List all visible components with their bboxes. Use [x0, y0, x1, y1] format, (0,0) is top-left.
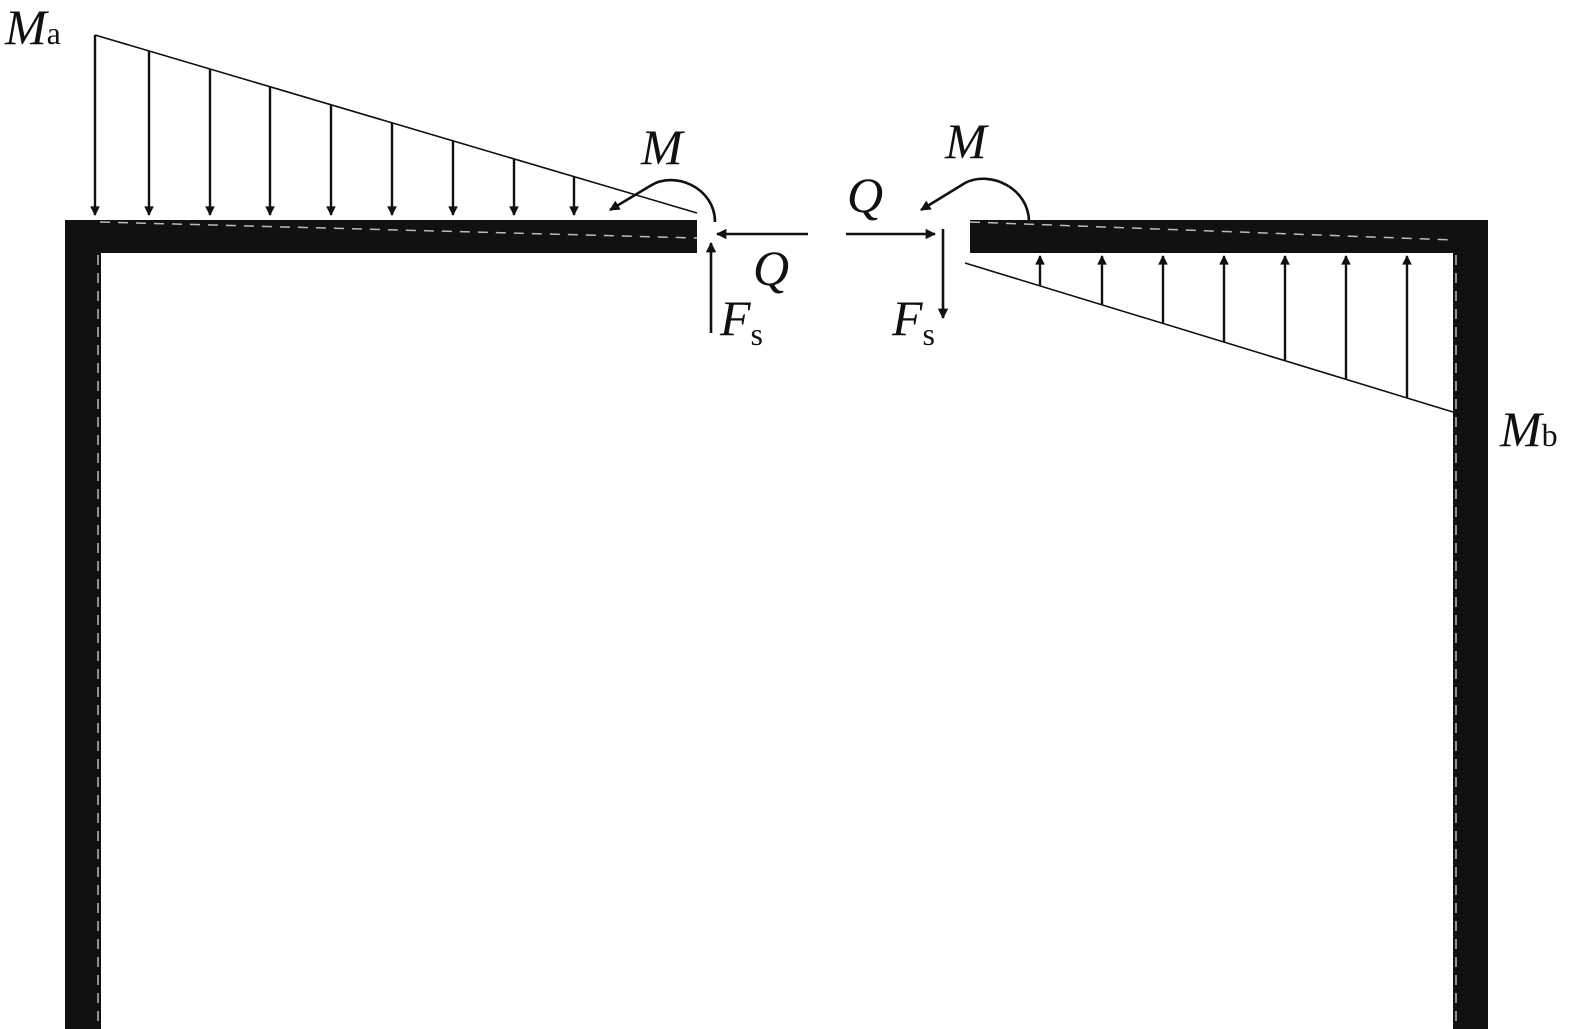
left-beam	[65, 220, 697, 253]
label-m-left: M	[640, 119, 685, 175]
left-beam-centerline	[99, 221, 698, 239]
right-moment-arrow	[920, 177, 1031, 223]
label-fs-right: Fs	[891, 290, 935, 352]
label-ma: Ma	[4, 0, 61, 55]
label-fs-left: Fs	[719, 290, 763, 352]
label-m-right: M	[944, 113, 989, 169]
left-moment-distribution	[90, 34, 698, 216]
right-frame	[969, 220, 1488, 1029]
right-beam	[970, 220, 1488, 253]
left-distribution-envelope	[94, 34, 698, 214]
right-moment-distribution	[964, 255, 1454, 413]
left-column	[65, 220, 101, 1029]
left-frame	[65, 220, 698, 1029]
right-distribution-envelope	[964, 262, 1454, 413]
label-q-left: Q	[753, 240, 789, 296]
left-moment-arrow	[609, 178, 717, 223]
label-q-right: Q	[847, 167, 883, 223]
left-cut-forces	[609, 178, 808, 333]
label-mb: Mb	[1499, 401, 1558, 457]
right-cut-forces	[846, 177, 1031, 320]
right-beam-centerline	[969, 221, 1454, 241]
right-column	[1453, 220, 1488, 1029]
